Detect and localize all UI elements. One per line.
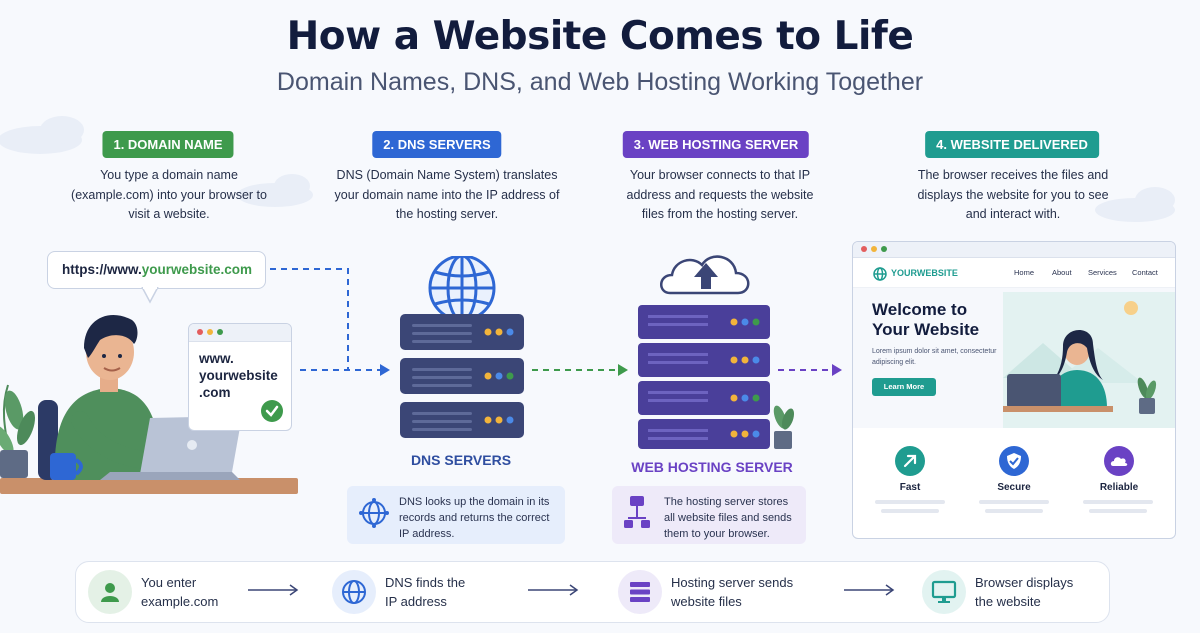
cloud-check-icon xyxy=(1104,446,1134,476)
card-domain-line-2: yourwebsite xyxy=(199,368,278,383)
dns-info-box: DNS looks up the domain in its records a… xyxy=(347,486,565,544)
cloud-upload-icon xyxy=(660,255,750,295)
step-desc-website-delivered: The browser receives the files and displ… xyxy=(917,168,1109,221)
website-features: Fast Secure Reliable xyxy=(853,428,1175,538)
arrow-head-purple xyxy=(832,364,842,376)
domain-browser-card: www. yourwebsite .com xyxy=(188,323,292,431)
flow-step-2-text: DNS finds the IP address xyxy=(385,575,466,609)
network-tree-icon xyxy=(624,496,650,528)
url-domain: yourwebsite.com xyxy=(141,262,253,277)
step-badge-web-hosting: 3. WEB HOSTING SERVER xyxy=(622,131,810,158)
website-navbar: YOURWEBSITE Home About Services Contact xyxy=(853,258,1175,288)
url-speech-bubble: https://www.yourwebsite.com xyxy=(47,251,266,289)
server-rack-icon xyxy=(400,314,524,438)
flow-step-4-text: Browser displays the website xyxy=(975,575,1074,609)
hosting-info-box: The hosting server stores all website fi… xyxy=(612,486,806,544)
feature-secure-label: Secure xyxy=(997,482,1031,493)
feature-placeholder-lines xyxy=(875,500,1153,513)
nav-contact[interactable]: Contact xyxy=(1132,268,1158,277)
learn-more-button[interactable]: Learn More xyxy=(872,378,936,396)
step-badge-dns-servers: 2. DNS SERVERS xyxy=(372,131,502,158)
monitor-icon xyxy=(922,570,966,614)
website-titlebar xyxy=(853,242,1175,258)
potted-plant-icon xyxy=(773,405,795,449)
card-domain-line-1: www. xyxy=(199,351,234,366)
arrow-head-green xyxy=(618,364,628,376)
flow-step-dns-finds: DNS finds the IP address xyxy=(332,566,475,618)
flow-arrow-3 xyxy=(844,584,895,596)
hosting-info-text: The hosting server stores all website fi… xyxy=(664,496,792,540)
rocket-icon xyxy=(895,446,925,476)
website-mockup-window: YOURWEBSITE Home About Services Contact … xyxy=(852,241,1176,539)
url-prefix: https://www. xyxy=(62,262,142,277)
flow-arrow-2 xyxy=(528,584,579,596)
dns-server-illustration xyxy=(400,256,524,438)
step-desc-dns-servers: DNS (Domain Name System) translates your… xyxy=(334,168,560,221)
flow-connectors xyxy=(270,268,842,376)
hero-text: Lorem ipsum dolor sit amet, consectetur … xyxy=(872,348,997,366)
globe-logo-icon xyxy=(873,267,887,281)
globe-network-icon xyxy=(359,498,389,528)
checkmark-icon xyxy=(261,400,283,422)
step-desc-web-hosting: Your browser connects to that IP address… xyxy=(626,168,814,221)
feature-reliable-label: Reliable xyxy=(1099,482,1139,493)
step-desc-domain-name: You type a domain name (example.com) int… xyxy=(71,168,267,221)
speech-bubble-tail xyxy=(141,287,159,304)
nav-about[interactable]: About xyxy=(1052,268,1072,277)
website-logo: YOURWEBSITE xyxy=(891,268,958,278)
server-rack-icon xyxy=(638,305,770,449)
person-at-laptop-illustration xyxy=(0,315,298,494)
hosting-server-caption: WEB HOSTING SERVER xyxy=(631,459,793,475)
page-subtitle: Domain Names, DNS, and Web Hosting Worki… xyxy=(276,68,924,96)
page-title: How a Website Comes to Life xyxy=(286,14,914,59)
feature-fast-label: Fast xyxy=(899,482,921,493)
flow-step-3-text: Hosting server sends website files xyxy=(671,575,794,609)
flow-summary-bar: You enter example.com DNS finds the IP a… xyxy=(75,561,1110,623)
hosting-server-illustration xyxy=(638,255,795,449)
step-badge-website-delivered: 4. WEBSITE DELIVERED xyxy=(925,131,1099,158)
dns-servers-caption: DNS SERVERS xyxy=(410,452,512,468)
flow-step-hosting-sends: Hosting server sends website files xyxy=(618,566,801,618)
nav-home[interactable]: Home xyxy=(1014,268,1035,277)
flow-step-enter-domain: You enter example.com xyxy=(88,566,231,618)
globe-icon xyxy=(428,256,496,322)
hero-illustration-woman-laptop xyxy=(1003,292,1175,428)
flow-step-browser-displays: Browser displays the website xyxy=(922,566,1085,618)
step-badge-domain-name: 1. DOMAIN NAME xyxy=(102,131,234,158)
dns-info-text: DNS looks up the domain in its records a… xyxy=(399,496,550,540)
flow-arrow-1 xyxy=(248,584,299,596)
nav-services[interactable]: Services xyxy=(1088,268,1117,277)
website-hero: Welcome to Your Website Lorem ipsum dolo… xyxy=(853,288,1175,428)
background-clouds xyxy=(0,116,1175,222)
hero-title: Welcome to Your Website xyxy=(872,300,980,339)
flow-step-1-text: You enter example.com xyxy=(141,575,219,609)
user-icon xyxy=(88,570,132,614)
plant-icon xyxy=(0,384,36,478)
card-domain-line-3: .com xyxy=(199,385,231,400)
arrow-head-blue xyxy=(380,364,390,376)
browser-card-titlebar xyxy=(189,324,291,342)
server-icon xyxy=(618,570,662,614)
connector-bubble-to-dns xyxy=(270,268,349,369)
globe-icon xyxy=(332,570,376,614)
shield-icon xyxy=(999,446,1029,476)
